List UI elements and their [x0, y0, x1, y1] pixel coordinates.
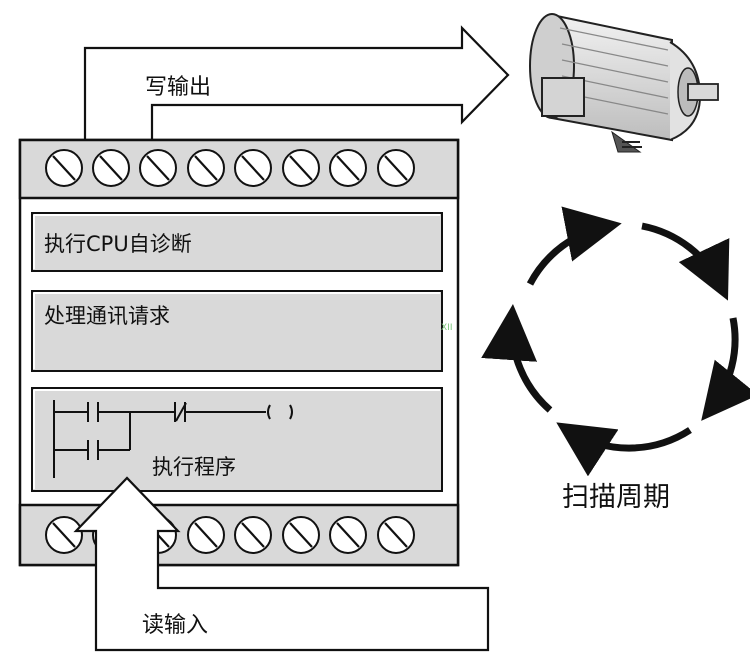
screw-terminal-icon	[329, 516, 367, 554]
ladder-logic-icon	[53, 400, 293, 478]
screw-terminal-icon	[282, 149, 320, 187]
write-output-label: 写输出	[145, 75, 211, 100]
screw-terminal-icon	[45, 516, 83, 554]
execute-program-label: 执行程序	[152, 455, 236, 479]
top-terminals	[45, 149, 415, 187]
screw-terminal-icon	[187, 149, 225, 187]
screw-terminal-icon	[234, 149, 272, 187]
read-input-arrow	[73, 476, 490, 652]
screw-terminal-icon	[139, 149, 177, 187]
screw-terminal-icon	[377, 149, 415, 187]
screw-terminal-icon	[329, 149, 367, 187]
panel-execute-program	[31, 387, 443, 492]
panel-cpu-self-diagnosis	[31, 212, 443, 272]
screw-terminal-icon	[377, 516, 415, 554]
screw-terminal-icon	[282, 516, 320, 554]
panel-communication-request	[31, 290, 443, 372]
screw-terminal-icon	[92, 149, 130, 187]
cycle-arrows-icon	[481, 206, 750, 477]
cpu-self-diagnosis-label: 执行CPU自诊断	[44, 232, 192, 256]
read-input-label: 读输入	[142, 613, 208, 638]
write-output-arrow	[83, 25, 510, 143]
motor-icon	[529, 13, 719, 153]
scan-cycle-label: 扫描周期	[562, 482, 670, 513]
watermark-text: XII	[441, 323, 452, 333]
screw-terminal-icon	[187, 516, 225, 554]
screw-terminal-icon	[234, 516, 272, 554]
screw-terminal-icon	[45, 149, 83, 187]
communication-request-label: 处理通讯请求	[44, 304, 170, 328]
